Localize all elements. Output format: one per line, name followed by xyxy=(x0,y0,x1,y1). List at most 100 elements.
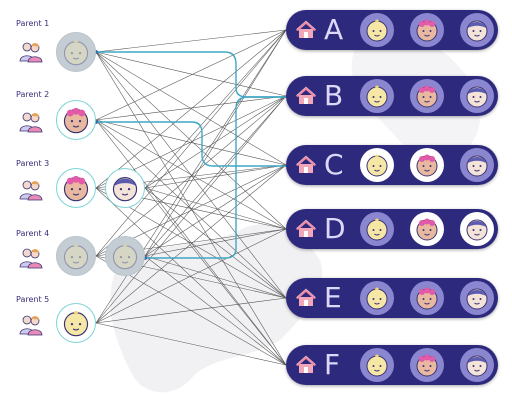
child-node-baby-pink[interactable] xyxy=(56,168,96,208)
group-b[interactable]: B xyxy=(286,76,498,116)
parent-icon xyxy=(18,245,44,271)
parent-label-4: Parent 4 xyxy=(16,229,50,238)
connection-line xyxy=(144,187,287,299)
child-slot-baby-yellow[interactable] xyxy=(360,79,394,113)
group-letter: D xyxy=(324,212,346,245)
group-f[interactable]: F xyxy=(286,345,498,385)
child-slot-baby-pink[interactable] xyxy=(410,212,444,246)
child-node-baby-pink[interactable] xyxy=(56,100,96,140)
connection-line xyxy=(95,228,287,324)
connection-line xyxy=(95,51,287,230)
child-slot-baby-pink[interactable] xyxy=(410,148,444,182)
baby-pink-icon xyxy=(416,19,438,42)
connection-line xyxy=(144,187,287,230)
child-slot-baby-pink[interactable] xyxy=(410,348,444,382)
baby-blue-icon xyxy=(466,288,488,310)
group-d[interactable]: D xyxy=(286,209,498,249)
baby-yellow-icon xyxy=(112,243,138,270)
connection-line xyxy=(95,95,287,121)
connection-line xyxy=(95,51,287,299)
background-map-shape xyxy=(110,224,322,393)
connection-line xyxy=(95,164,287,324)
child-slot-baby-blue[interactable] xyxy=(460,148,494,182)
child-node-baby-yellow[interactable] xyxy=(56,236,96,276)
child-slot-baby-pink[interactable] xyxy=(410,79,444,113)
child-slot-baby-pink[interactable] xyxy=(410,281,444,315)
baby-pink-icon xyxy=(63,107,89,134)
parent-label-2: Parent 2 xyxy=(16,90,50,99)
child-node-baby-yellow[interactable] xyxy=(105,236,145,276)
baby-pink-icon xyxy=(416,154,438,177)
group-a[interactable]: A xyxy=(286,10,498,50)
connection-line xyxy=(144,187,287,366)
baby-blue-icon xyxy=(466,155,488,177)
child-node-baby-yellow[interactable] xyxy=(56,32,96,72)
child-slot-baby-yellow[interactable] xyxy=(360,348,394,382)
connection-line xyxy=(95,29,287,189)
house-icon xyxy=(294,153,318,177)
connection-line xyxy=(95,29,287,121)
highlight-line xyxy=(96,51,298,98)
parent-label-1: Parent 1 xyxy=(16,19,50,28)
child-slot-baby-blue[interactable] xyxy=(460,348,494,382)
baby-blue-icon xyxy=(466,219,488,241)
parent-icon xyxy=(18,177,44,203)
house-icon xyxy=(294,18,318,42)
baby-yellow-icon xyxy=(63,39,89,66)
baby-pink-icon xyxy=(63,175,89,202)
baby-yellow-icon xyxy=(366,354,388,377)
child-slot-baby-blue[interactable] xyxy=(460,212,494,246)
baby-pink-icon xyxy=(416,354,438,377)
child-slot-baby-blue[interactable] xyxy=(460,281,494,315)
child-slot-baby-yellow[interactable] xyxy=(360,212,394,246)
child-slot-baby-yellow[interactable] xyxy=(360,13,394,47)
group-c[interactable]: C xyxy=(286,145,498,185)
group-letter: C xyxy=(324,148,344,181)
connection-line xyxy=(95,51,287,166)
connection-line xyxy=(144,29,287,257)
child-slot-baby-pink[interactable] xyxy=(410,13,444,47)
child-slot-baby-blue[interactable] xyxy=(460,13,494,47)
child-node-baby-yellow[interactable] xyxy=(56,303,96,343)
group-letter: F xyxy=(324,348,341,381)
group-e[interactable]: E xyxy=(286,278,498,318)
parent-icon xyxy=(18,312,44,338)
house-icon xyxy=(294,286,318,310)
connection-line xyxy=(95,119,287,166)
connection-line xyxy=(95,95,287,324)
house-icon xyxy=(294,84,318,108)
connection-line xyxy=(144,95,287,189)
baby-blue-icon xyxy=(112,177,138,202)
baby-pink-icon xyxy=(416,287,438,310)
child-slot-baby-blue[interactable] xyxy=(460,79,494,113)
child-node-baby-blue[interactable] xyxy=(105,168,145,208)
child-slot-baby-yellow[interactable] xyxy=(360,281,394,315)
baby-yellow-icon xyxy=(63,310,89,337)
highlight-line xyxy=(145,96,298,259)
connection-line xyxy=(95,322,287,366)
house-icon xyxy=(294,353,318,377)
connection-line xyxy=(144,164,287,257)
house-icon xyxy=(294,217,318,241)
baby-yellow-icon xyxy=(366,85,388,108)
connection-line xyxy=(144,95,287,257)
connection-line xyxy=(144,228,287,257)
highlight-line xyxy=(96,121,298,167)
connection-line xyxy=(95,51,287,97)
baby-blue-icon xyxy=(466,20,488,42)
baby-yellow-icon xyxy=(366,287,388,310)
baby-yellow-icon xyxy=(366,19,388,42)
child-slot-baby-yellow[interactable] xyxy=(360,148,394,182)
connection-line xyxy=(95,297,287,324)
baby-yellow-icon xyxy=(366,154,388,177)
group-letter: B xyxy=(324,79,344,112)
baby-blue-icon xyxy=(466,86,488,108)
connection-line xyxy=(95,29,287,53)
connection-line xyxy=(95,119,287,299)
group-letter: A xyxy=(324,13,344,46)
baby-yellow-icon xyxy=(366,218,388,241)
group-letter: E xyxy=(324,281,342,314)
parent-icon xyxy=(18,39,44,65)
connection-line xyxy=(95,29,287,257)
